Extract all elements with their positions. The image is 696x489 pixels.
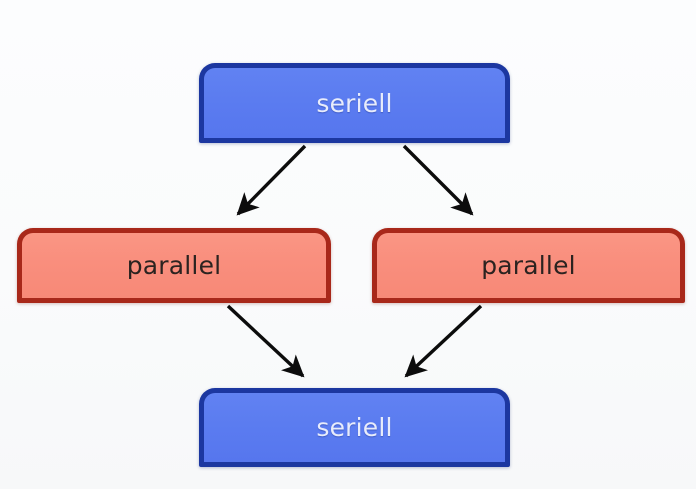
node-parallel-right[interactable]: parallel [372,228,685,303]
edge-left-to-bottom [226,304,305,378]
edge-top-to-left [236,144,307,216]
node-seriell-bottom[interactable]: seriell [199,388,510,467]
edge-top-to-right [402,144,474,216]
node-parallel-left[interactable]: parallel [17,228,331,303]
edge-right-to-bottom [404,304,483,378]
node-seriell-top[interactable]: seriell [199,63,510,143]
node-label: seriell [316,88,393,118]
node-label: parallel [481,251,576,280]
node-label: seriell [316,413,393,442]
node-label: parallel [126,251,222,280]
